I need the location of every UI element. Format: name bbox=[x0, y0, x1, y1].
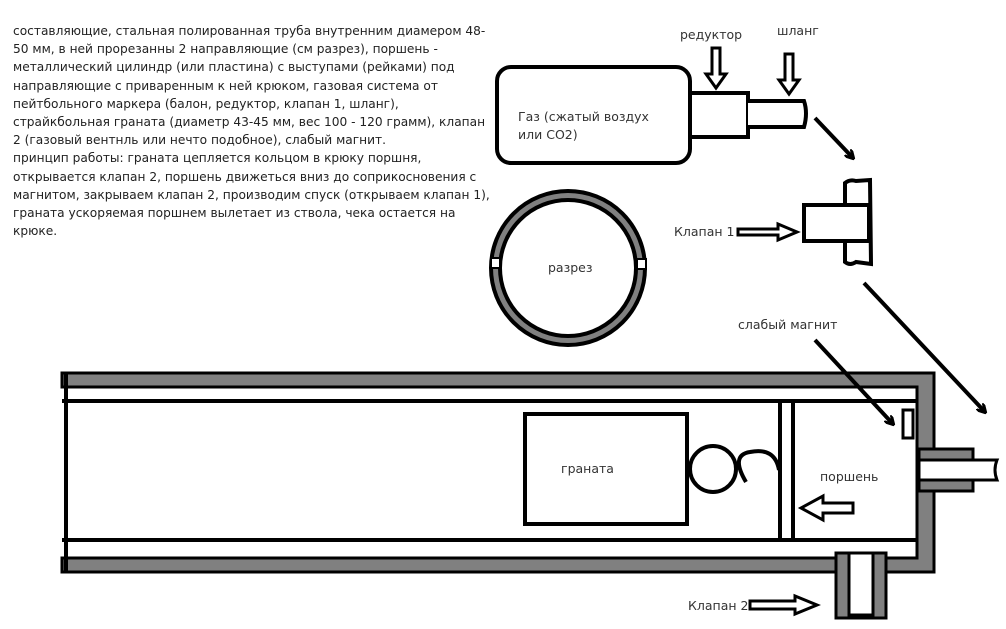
grenade-label: граната bbox=[561, 461, 614, 476]
gas-label-line1: Газ (сжатый воздух bbox=[518, 109, 649, 124]
valve2-arrow-icon bbox=[748, 593, 821, 617]
barrel-wall bbox=[60, 371, 936, 574]
reducer-label: редуктор bbox=[680, 27, 742, 42]
magnet bbox=[901, 408, 915, 440]
valve1 bbox=[802, 203, 871, 243]
flow-arrow-1 bbox=[813, 116, 853, 158]
description-text: составляющие, стальная полированная труб… bbox=[13, 22, 491, 240]
valve2-bore bbox=[847, 551, 875, 617]
grenade bbox=[523, 412, 689, 526]
section-label: разрез bbox=[548, 260, 593, 275]
piston-direction-arrow-icon bbox=[797, 493, 855, 523]
hose bbox=[748, 99, 808, 129]
piston-hook bbox=[737, 449, 781, 484]
guide-slot-right bbox=[636, 258, 647, 270]
reducer bbox=[688, 91, 750, 139]
magnet-label: слабый магнит bbox=[738, 317, 837, 332]
piston bbox=[778, 399, 795, 542]
reducer-arrow-icon bbox=[703, 46, 729, 91]
components-paragraph: составляющие, стальная полированная труб… bbox=[13, 24, 486, 148]
hose-label: шланг bbox=[777, 23, 819, 38]
flow-arrow-2 bbox=[862, 281, 985, 412]
valve1-label: Клапан 1 bbox=[674, 224, 734, 239]
gas-inlet-hose bbox=[917, 458, 1000, 482]
grenade-ring bbox=[688, 444, 738, 494]
hose-arrow-icon bbox=[776, 52, 802, 97]
magnet-pointer bbox=[813, 338, 893, 424]
piston-label: поршень bbox=[820, 469, 878, 484]
gas-label-line2: или CO2) bbox=[518, 127, 578, 142]
valve1-arrow-icon bbox=[736, 221, 801, 243]
guide-slot-left bbox=[490, 257, 501, 269]
valve2-label: Клапан 2 bbox=[688, 598, 748, 613]
principle-paragraph: принцип работы: граната цепляется кольцо… bbox=[13, 151, 490, 239]
